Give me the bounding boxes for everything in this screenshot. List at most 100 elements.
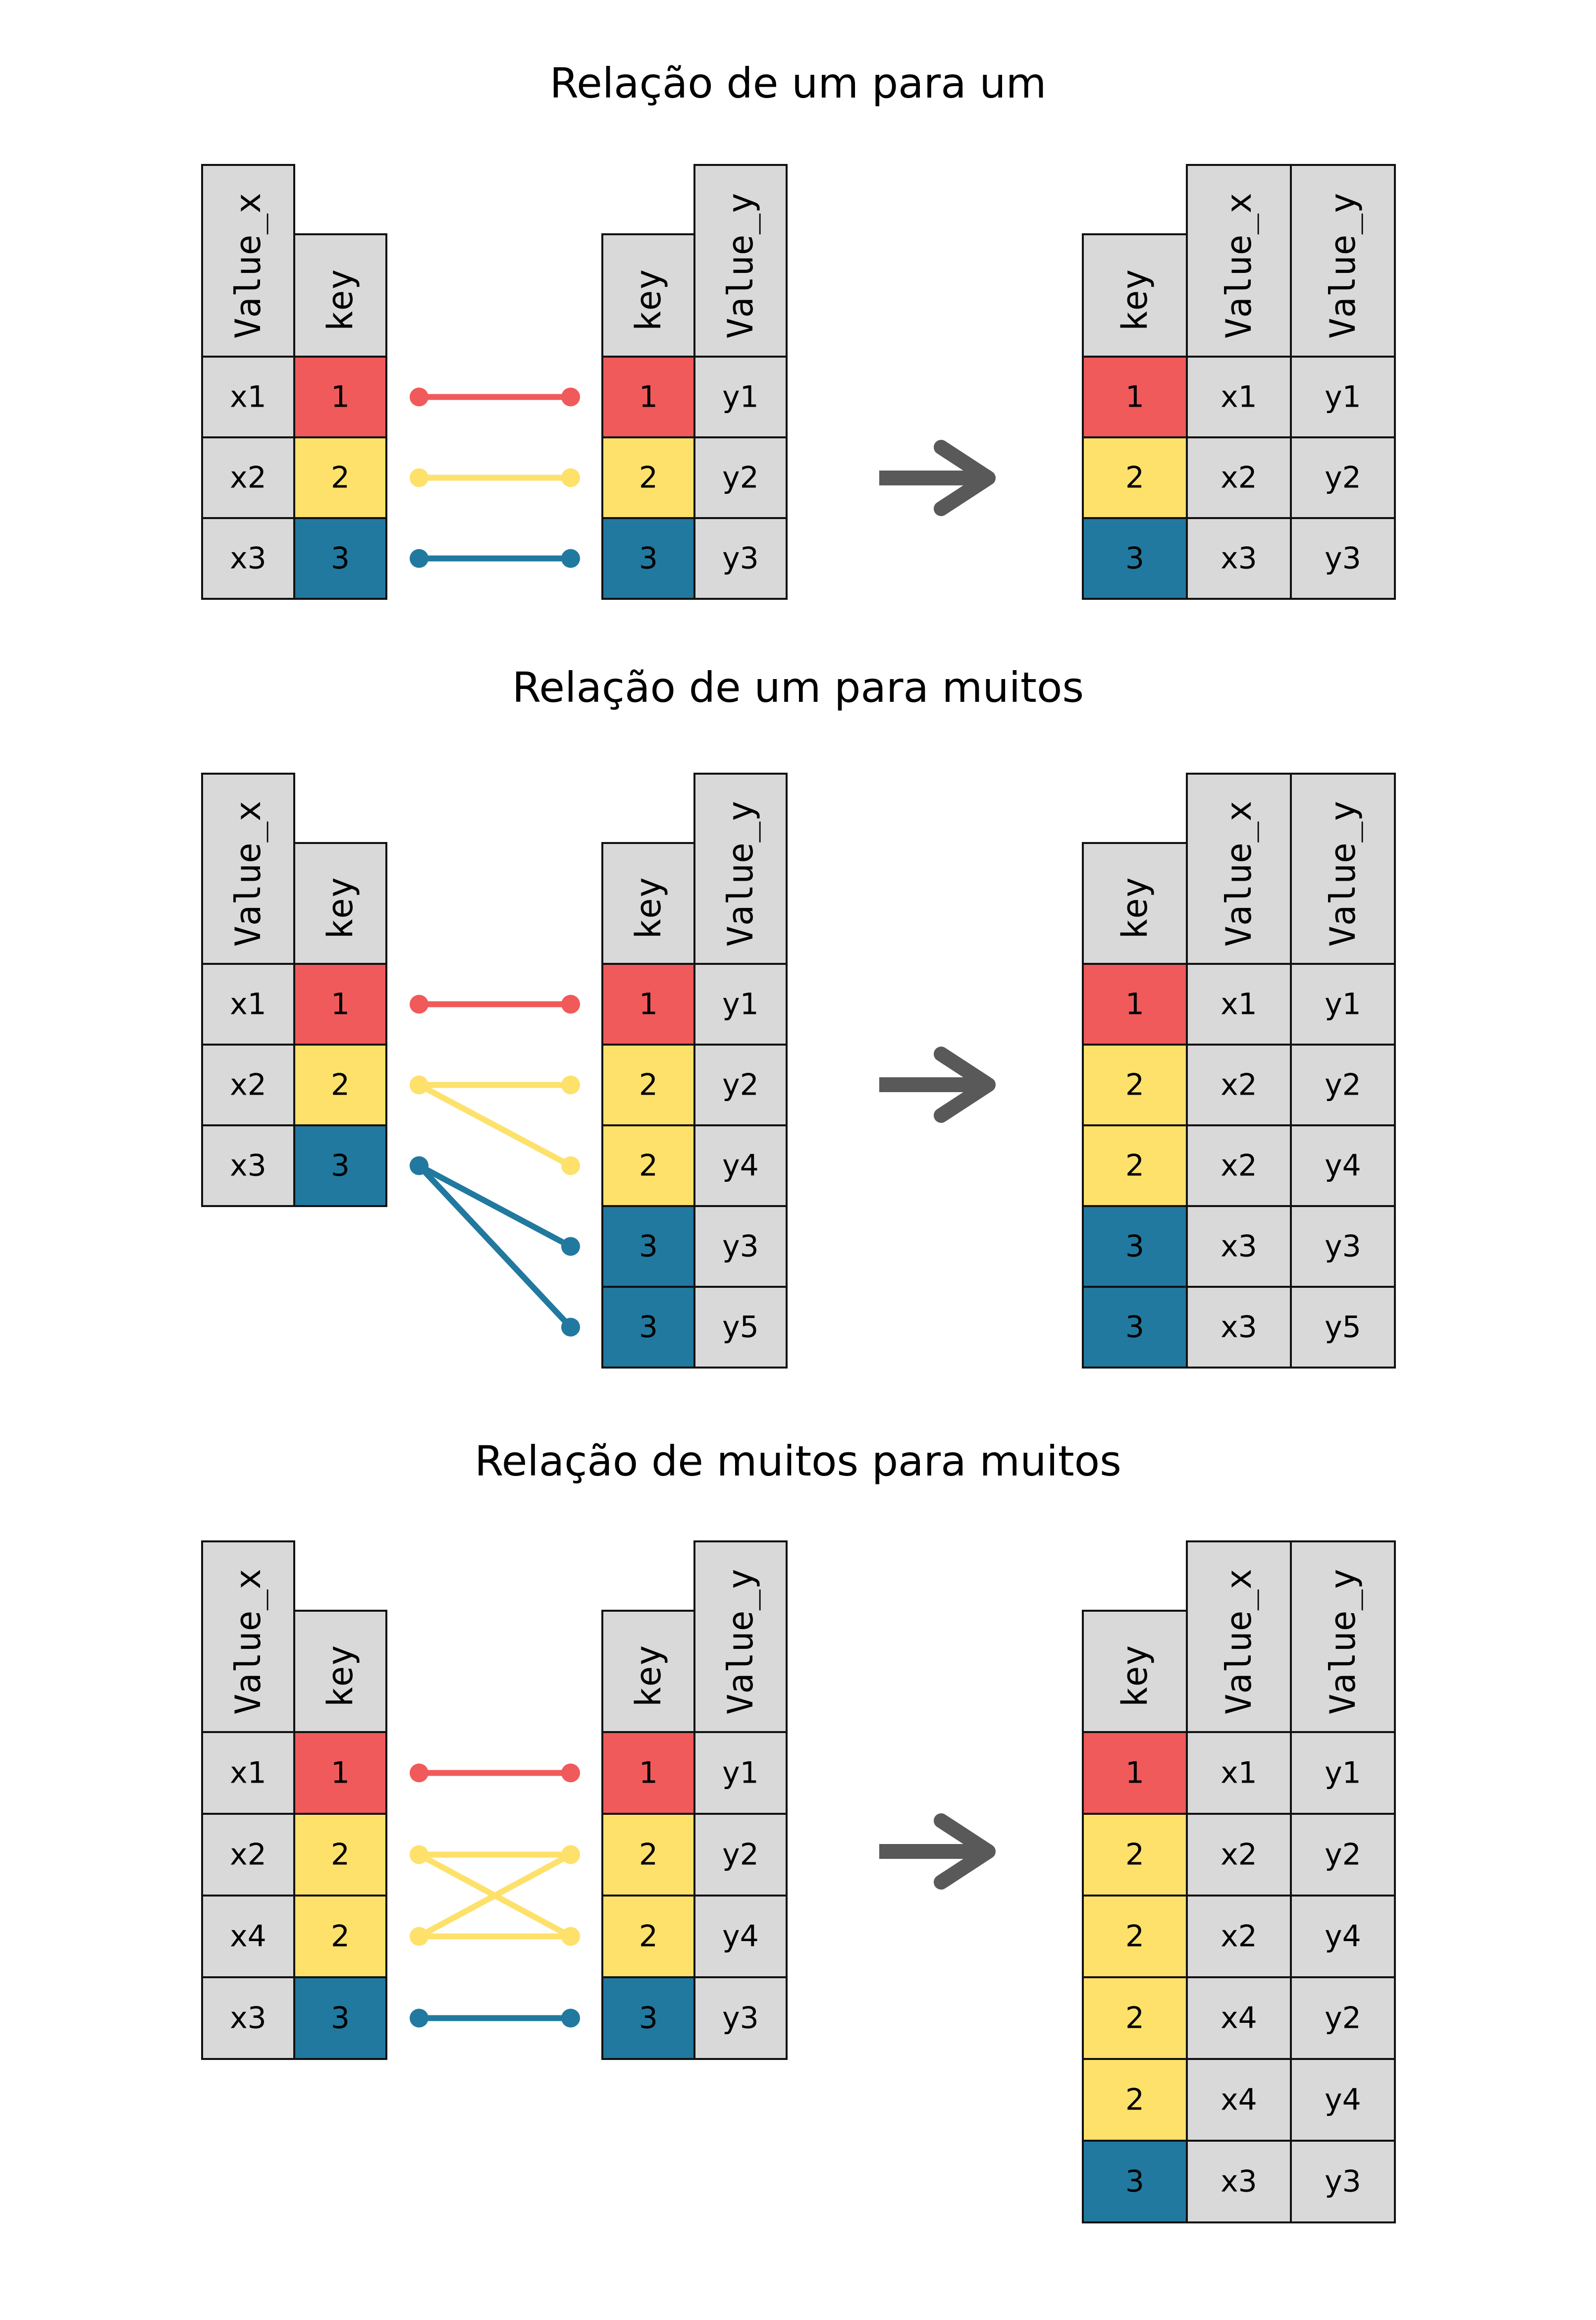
table-cell xyxy=(1082,963,1188,1046)
table-cell xyxy=(1290,1813,1396,1897)
table-cell xyxy=(201,517,295,600)
cell-value: x2 xyxy=(230,1068,266,1103)
cell-value: y2 xyxy=(1325,1838,1361,1872)
cell-value: x1 xyxy=(1221,380,1257,415)
table-cell xyxy=(1186,963,1292,1046)
table-cell xyxy=(293,436,387,519)
cell-value: x4 xyxy=(230,1919,266,1954)
link-dot xyxy=(561,549,580,568)
table-cell xyxy=(293,1976,387,2060)
cell-value: y4 xyxy=(1325,2083,1361,2117)
table-cell xyxy=(1290,2140,1396,2223)
cell-value: 2 xyxy=(639,1068,658,1103)
join-link xyxy=(410,1927,580,1946)
cell-value: y2 xyxy=(722,461,759,495)
cell-value: y1 xyxy=(1325,1756,1361,1791)
header-label: Value_y xyxy=(720,193,761,339)
header-cell xyxy=(693,164,788,358)
cell-value: 2 xyxy=(639,1919,658,1954)
arrow-head xyxy=(934,1813,996,1890)
table-cell xyxy=(601,1205,695,1288)
header-label: Value_x xyxy=(1219,800,1259,947)
table-cell xyxy=(1082,356,1188,438)
result-header-value-y: Value_y xyxy=(1290,164,1396,358)
join-link xyxy=(410,1075,580,1175)
cell-value: y1 xyxy=(1325,987,1361,1022)
cell-value: x2 xyxy=(1221,1149,1257,1183)
arrow-icon xyxy=(879,1813,996,1890)
table-cell xyxy=(1290,1895,1396,1978)
cell-value: 2 xyxy=(331,461,350,495)
cell-value: y1 xyxy=(1325,380,1361,415)
link-line xyxy=(416,1162,574,1250)
cell-value: 2 xyxy=(331,1919,350,1954)
link-dot xyxy=(561,1156,580,1175)
cell-value: x1 xyxy=(230,987,266,1022)
link-dot xyxy=(561,1075,580,1095)
cell-value: 3 xyxy=(639,2001,658,2036)
cell-value: y3 xyxy=(722,1229,759,1264)
link-dot xyxy=(561,468,580,487)
table-cell xyxy=(293,517,387,600)
cell-value: 2 xyxy=(1125,461,1144,495)
link-dot xyxy=(561,1318,580,1337)
cell-value: y2 xyxy=(1325,1068,1361,1103)
cell-value: y3 xyxy=(722,541,759,576)
header-cell xyxy=(1290,1540,1396,1733)
link-dot xyxy=(410,468,428,487)
table-cell xyxy=(601,1286,695,1369)
join-link xyxy=(410,549,580,568)
cell-value: y4 xyxy=(1325,1919,1361,1954)
header-cell xyxy=(1290,164,1396,358)
cell-value: x4 xyxy=(1221,2001,1257,2036)
cell-value: 3 xyxy=(331,2001,350,2036)
cell-value: x2 xyxy=(1221,1068,1257,1103)
link-dot xyxy=(561,2008,580,2028)
header-cell xyxy=(1186,164,1292,358)
link-dot xyxy=(410,1845,428,1864)
cell-value: 1 xyxy=(1125,380,1144,415)
result-header-value-y: Value_y xyxy=(1290,773,1396,965)
cell-value: 1 xyxy=(639,380,658,415)
left-header-value-x: Value_x xyxy=(201,164,295,358)
join-links xyxy=(410,387,580,568)
right-header-value-y: Value_y xyxy=(693,1540,788,1733)
table-cell xyxy=(1290,1124,1396,1207)
table-cell xyxy=(293,1895,387,1978)
cell-value: y2 xyxy=(722,1068,759,1103)
table-row: x4 2 xyxy=(201,1895,387,1978)
cell-value: y4 xyxy=(722,1149,759,1183)
link-dot xyxy=(410,2008,428,2028)
result-header-key: key xyxy=(1082,1610,1188,1733)
header-label: key xyxy=(1115,877,1155,940)
header-label: Value_y xyxy=(1323,1569,1363,1715)
table-cell xyxy=(1082,2140,1188,2223)
join-links xyxy=(410,995,580,1337)
cell-value: y1 xyxy=(722,380,759,415)
result-header-key: key xyxy=(1082,842,1188,965)
cell-value: x3 xyxy=(230,541,266,576)
table-cell xyxy=(693,517,788,600)
link-dot xyxy=(561,387,580,407)
table-cell xyxy=(693,436,788,519)
table-cell xyxy=(1290,356,1396,438)
table-cell xyxy=(1186,1976,1292,2060)
cell-value: 2 xyxy=(639,1149,658,1183)
join-link xyxy=(410,1156,580,1256)
cell-value: y3 xyxy=(1325,541,1361,576)
join-links xyxy=(410,1763,580,2028)
